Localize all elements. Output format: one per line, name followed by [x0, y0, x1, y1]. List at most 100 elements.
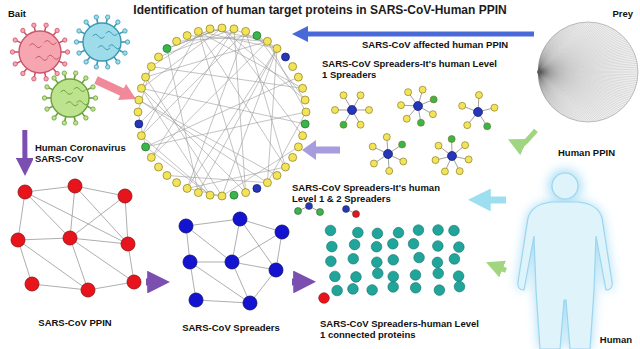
protein-dot: [462, 142, 469, 149]
protein-dot: [242, 189, 250, 197]
protein-dot: [353, 211, 360, 218]
protein-dot: [371, 241, 382, 252]
protein-dot: [453, 271, 464, 282]
virus-spike-knob: [93, 96, 97, 100]
protein-dot: [433, 241, 444, 252]
network-link: [187, 167, 285, 188]
spreader-dot: [474, 108, 483, 117]
protein-dot: [230, 191, 238, 199]
protein-dot: [432, 257, 443, 268]
protein-dot: [449, 254, 460, 265]
virus-body: [83, 23, 121, 61]
virus-spike-knob: [21, 71, 25, 75]
protein-dot: [137, 84, 145, 92]
network-link: [186, 219, 240, 226]
protein-dot: [399, 141, 406, 148]
flow-arrow: [521, 130, 536, 145]
protein-dot: [163, 171, 171, 179]
protein-dot: [429, 111, 436, 118]
hairball-link: [538, 34, 620, 72]
protein-dot: [430, 96, 437, 103]
hairball-link: [538, 72, 579, 121]
network-link: [146, 112, 306, 147]
virus-rna: [109, 45, 121, 49]
protein-dot: [218, 192, 226, 200]
spreader-dot: [414, 102, 423, 111]
network-panel: SARS-CoV Spreaders: [170, 212, 292, 337]
panel-label: Prey: [540, 8, 633, 19]
virus-spike-knob: [105, 65, 109, 69]
network-link: [146, 147, 210, 195]
network-link: [198, 31, 302, 88]
protein-dot: [179, 219, 193, 233]
virus-spike-knob: [32, 23, 36, 27]
hairball-link: [538, 72, 547, 101]
protein-dot: [433, 225, 444, 236]
protein-dot: [294, 143, 302, 151]
panel-label: Human PPIN: [540, 147, 633, 158]
protein-dot: [475, 92, 482, 99]
protein-dot: [183, 255, 197, 269]
hairball-link: [538, 60, 636, 72]
protein-dot: [218, 24, 226, 32]
panel-label: SARS-CoV Spreaders-human Level 1 connect…: [320, 318, 482, 340]
protein-dot: [301, 96, 309, 104]
protein-dot: [433, 268, 444, 279]
virus-spike-knob: [84, 116, 88, 120]
virus-spike-knob: [55, 28, 59, 32]
protein-dot: [413, 225, 424, 236]
virus-spike-knob: [91, 107, 95, 111]
hairball-link: [538, 72, 555, 109]
star-graph: [369, 134, 407, 175]
lavender-arrow-shaft: [314, 147, 340, 154]
lavender-arrow-head: [302, 140, 316, 160]
diagram-title: Identification of human target proteins …: [0, 3, 640, 17]
network-link: [25, 192, 128, 244]
hairball-link: [538, 72, 540, 85]
protein-dot: [253, 32, 261, 40]
protein-dot: [275, 225, 289, 239]
protein-dot: [147, 63, 155, 71]
network-link: [32, 284, 88, 290]
network-panel: PreyHuman PPIN: [536, 4, 640, 162]
protein-dot: [348, 253, 359, 264]
protein-dot: [289, 153, 297, 161]
panel-label: SARS-CoV PPIN: [8, 317, 142, 328]
hairball-link: [538, 65, 638, 72]
protein-dot: [383, 134, 390, 141]
protein-dot: [147, 153, 155, 161]
protein-dot: [403, 115, 410, 122]
network-link: [141, 31, 245, 135]
protein-dot: [419, 86, 426, 93]
protein-dot: [135, 120, 143, 128]
network-link: [141, 88, 210, 195]
hairball-link: [538, 72, 605, 119]
protein-dot: [135, 96, 143, 104]
virus-spike-knob: [62, 121, 66, 125]
protein-dot: [11, 233, 25, 247]
virus-rna: [93, 34, 105, 38]
virus-spike-knob: [32, 77, 36, 81]
hairball-link: [538, 67, 638, 72]
virus-spike-knob: [116, 20, 120, 24]
protein-dot: [372, 268, 383, 279]
hairball-link: [538, 72, 609, 117]
protein-dot: [242, 27, 250, 35]
protein-dot: [388, 282, 399, 293]
network-link: [139, 100, 268, 183]
virus-illustration: [10, 23, 69, 81]
network-link: [70, 186, 75, 238]
protein-dot: [173, 37, 181, 45]
network-link: [70, 238, 134, 282]
panel-label: SARS-CoV Spreaders: [174, 322, 288, 333]
hairball-link: [538, 72, 546, 99]
hairball-link: [538, 72, 590, 122]
protein-dot: [372, 228, 383, 239]
network-panel: SARS-CoV Spreaders-human Level 1 connect…: [316, 222, 486, 344]
virus-spike-knob: [45, 85, 49, 89]
hairball-link: [538, 72, 577, 121]
protein-dot: [357, 92, 364, 99]
protein-dot: [325, 225, 336, 236]
network-link: [234, 29, 246, 193]
network-panel: SARS-CoV Spreaders-It's human Level 1 Sp…: [318, 54, 508, 174]
